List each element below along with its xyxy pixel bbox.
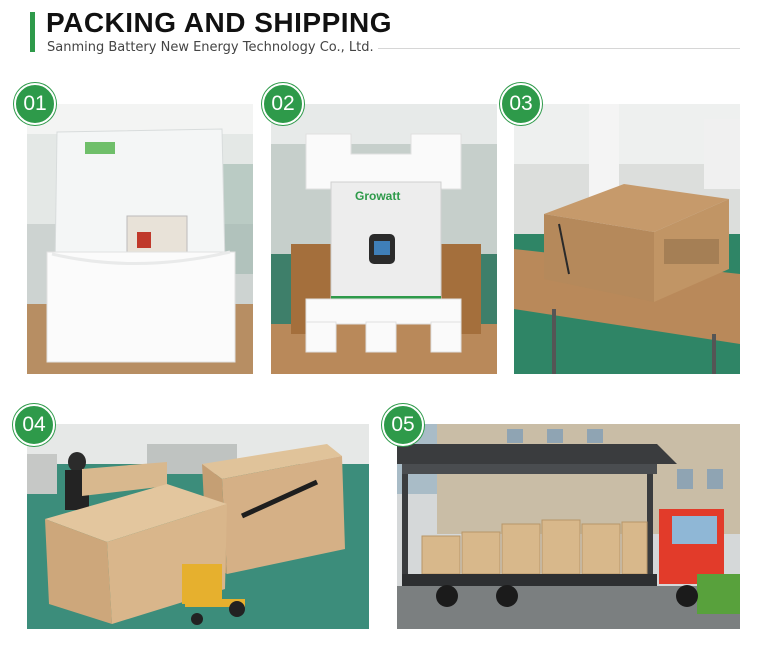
photo-step-3 — [514, 104, 740, 374]
photo-step-5 — [397, 424, 740, 629]
svg-text:Growatt: Growatt — [355, 189, 400, 203]
step-1-badge: 01 — [14, 83, 56, 125]
step-2-badge: 02 — [262, 83, 304, 125]
title-accent-bar — [30, 12, 35, 52]
company-name: Sanming Battery New Energy Technology Co… — [47, 40, 374, 55]
photo-step-2: Growatt — [271, 104, 497, 374]
foam-packed-inverter-icon: Growatt — [271, 104, 497, 374]
step-3-badge: 03 — [500, 83, 542, 125]
wooden-crates-pallet-jack-icon — [27, 424, 369, 629]
foam-wrapped-battery-icon — [27, 104, 253, 374]
photo-step-4 — [27, 424, 369, 629]
page-title: PACKING AND SHIPPING — [46, 7, 393, 38]
photo-step-1 — [27, 104, 253, 374]
step-5-badge: 05 — [382, 404, 424, 446]
header-divider — [378, 48, 740, 49]
step-4-badge: 04 — [13, 404, 55, 446]
loaded-truck-icon — [397, 424, 740, 629]
carton-box-icon — [514, 104, 740, 374]
